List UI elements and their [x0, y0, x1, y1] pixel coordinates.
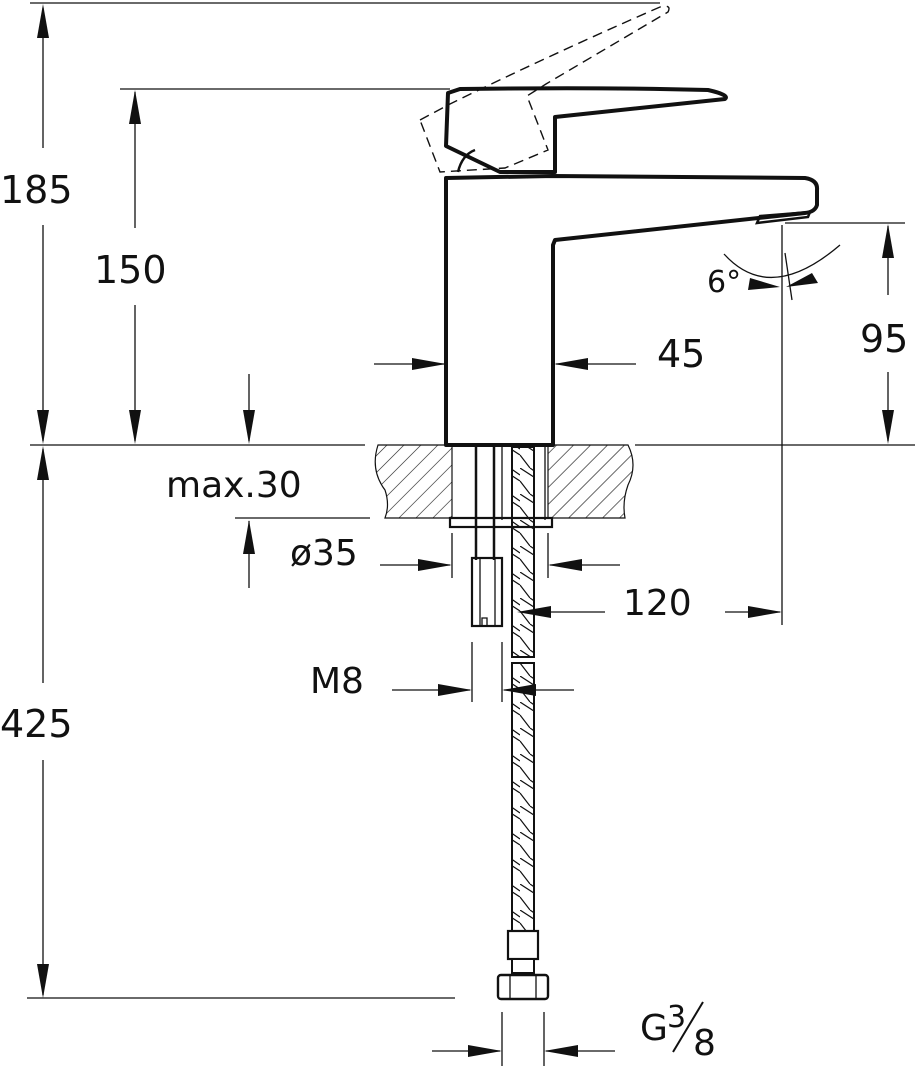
- dim-label-45: 45: [657, 332, 705, 376]
- dimension-45: 45: [374, 332, 705, 376]
- dimension-m8: M8: [310, 642, 574, 702]
- under-counter-assembly: [448, 446, 554, 1001]
- lever-handle: [444, 86, 728, 174]
- dim-label-diameter-35: ø35: [290, 533, 358, 574]
- dimension-diameter-35: ø35: [290, 533, 620, 578]
- lever-handle-open-dashed: [419, 5, 670, 173]
- dimension-185: 185: [0, 4, 73, 444]
- dim-label-g: G: [640, 1008, 668, 1049]
- dim-label-fraction-numerator: 3: [667, 1000, 686, 1035]
- dimension-95: 95: [860, 224, 908, 444]
- dim-label-150: 150: [94, 248, 167, 292]
- dim-label-425: 425: [0, 702, 73, 746]
- reference-lines: [27, 2, 915, 999]
- dimension-max-30: max.30: [166, 374, 302, 588]
- angle-6-degrees: 6°: [707, 225, 841, 625]
- dim-label-max-30: max.30: [166, 465, 302, 506]
- dim-label-185: 185: [0, 168, 73, 212]
- dimension-425: 425: [0, 446, 73, 998]
- countertop-section: [374, 444, 634, 519]
- faucet-body: [444, 174, 820, 447]
- dim-label-120: 120: [623, 583, 692, 624]
- dim-label-95: 95: [860, 317, 908, 361]
- dimension-150: 150: [94, 90, 167, 444]
- dim-label-m8: M8: [310, 661, 364, 702]
- dim-label-6-degrees: 6°: [707, 265, 741, 300]
- dimension-g-3-8: G 3 8: [432, 1000, 716, 1066]
- dim-label-fraction-denominator: 8: [693, 1023, 716, 1064]
- dimension-120: 120: [517, 583, 782, 624]
